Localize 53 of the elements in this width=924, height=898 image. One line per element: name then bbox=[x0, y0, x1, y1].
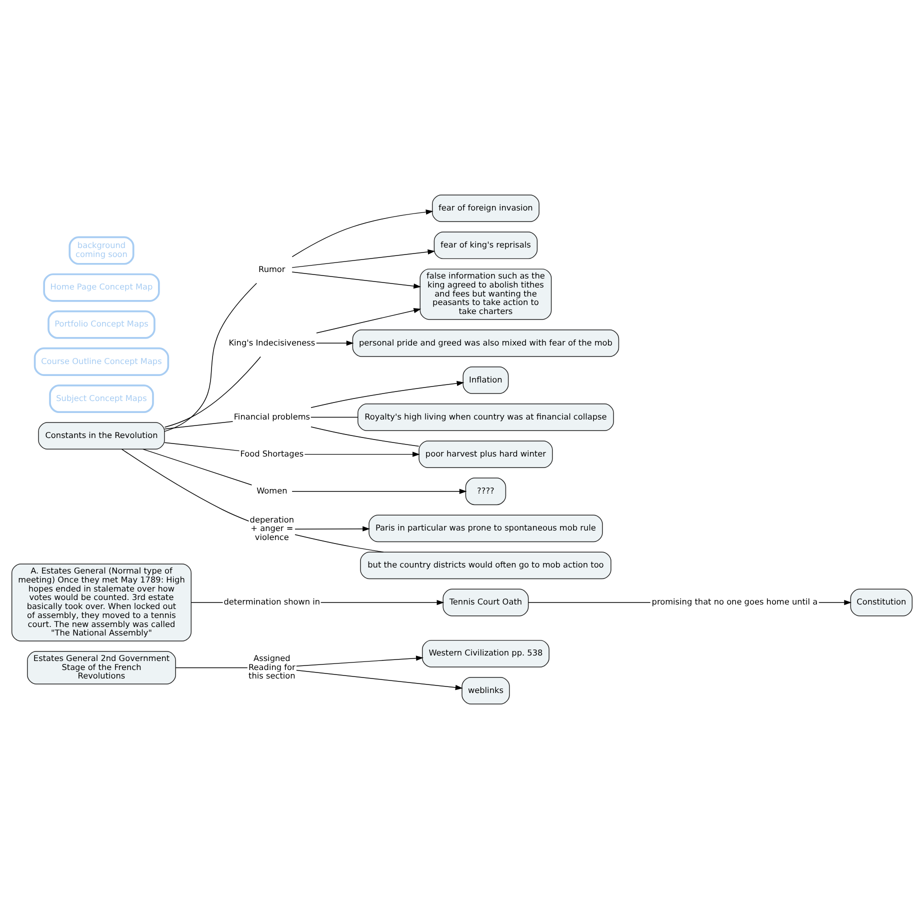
node-box: Royalty's high living when country was at financial collapse bbox=[358, 403, 614, 430]
node-box: Course Outline Concept Maps bbox=[34, 346, 170, 376]
node-text: deperation + anger = violence bbox=[250, 514, 294, 542]
node-box: Inflation bbox=[462, 366, 509, 394]
connector bbox=[164, 356, 261, 428]
arrow bbox=[296, 655, 424, 666]
node-box: Home Page Concept Map bbox=[43, 272, 160, 302]
node-box: Constitution bbox=[850, 588, 913, 616]
connector bbox=[164, 442, 240, 451]
connector bbox=[310, 416, 358, 418]
node-box: Constants in the Revolution bbox=[38, 422, 165, 449]
node-text: Food Shortages bbox=[240, 448, 304, 458]
connector bbox=[310, 426, 420, 446]
arrow bbox=[294, 526, 370, 531]
node-text: Financial problems bbox=[234, 410, 310, 421]
node-text: promising that no one goes home until a bbox=[652, 596, 818, 606]
arrow bbox=[292, 248, 436, 268]
node-box: false information such as the king agreed to abolish tithes and fees but wanting the peasants to take action to take charters bbox=[420, 268, 552, 320]
node-box: Estates General 2nd Government Stage of the French Revolutions bbox=[27, 650, 176, 684]
arrow bbox=[310, 380, 464, 408]
node-text: Women bbox=[256, 484, 288, 495]
node-box: Tennis Court Oath bbox=[442, 588, 529, 616]
connector bbox=[121, 448, 250, 521]
arrow bbox=[292, 488, 467, 494]
arrow bbox=[320, 599, 444, 605]
node-box: Portfolio Concept Maps bbox=[48, 310, 156, 338]
node-box: Subject Concept Maps bbox=[49, 384, 154, 412]
node-box: ???? bbox=[465, 477, 506, 505]
connector bbox=[164, 420, 234, 429]
arrow bbox=[818, 599, 852, 605]
node-text: Rumor bbox=[258, 263, 286, 274]
node-text: King's Indecisiveness bbox=[228, 336, 316, 347]
node-box: fear of king's reprisals bbox=[434, 231, 538, 259]
node-box: A. Estates General (Normal type of meeting) Once they met May 1789: High hopes ended in stalemate over how votes would be counted. 3rd estate basically took over. When locked out of assembly, they moved to a tennis court. The new assembly was called "The National Assembly" bbox=[11, 563, 192, 641]
arrow bbox=[292, 271, 422, 288]
arrow bbox=[292, 209, 434, 257]
connector bbox=[175, 666, 248, 668]
arrow bbox=[316, 340, 354, 346]
connector bbox=[142, 448, 252, 485]
node-box: background coming soon bbox=[68, 236, 134, 264]
arrow bbox=[316, 308, 422, 333]
node-text: determination shown in bbox=[224, 596, 320, 606]
node-box: but the country districts would often go to mob action too bbox=[360, 551, 612, 579]
node-box: Western Civilization pp. 538 bbox=[422, 639, 550, 667]
arrow bbox=[304, 451, 420, 456]
node-text: Assigned Reading for this section bbox=[248, 652, 296, 680]
connector bbox=[164, 282, 257, 432]
arrow bbox=[296, 669, 463, 690]
node-box: poor harvest plus hard winter bbox=[418, 440, 553, 468]
node-box: weblinks bbox=[462, 676, 510, 704]
node-box: personal pride and greed was also mixed with fear of the mob bbox=[352, 328, 620, 356]
node-box: Paris in particular was prone to spontaneous mob rule bbox=[368, 514, 603, 542]
node-box: fear of foreign invasion bbox=[432, 194, 540, 222]
